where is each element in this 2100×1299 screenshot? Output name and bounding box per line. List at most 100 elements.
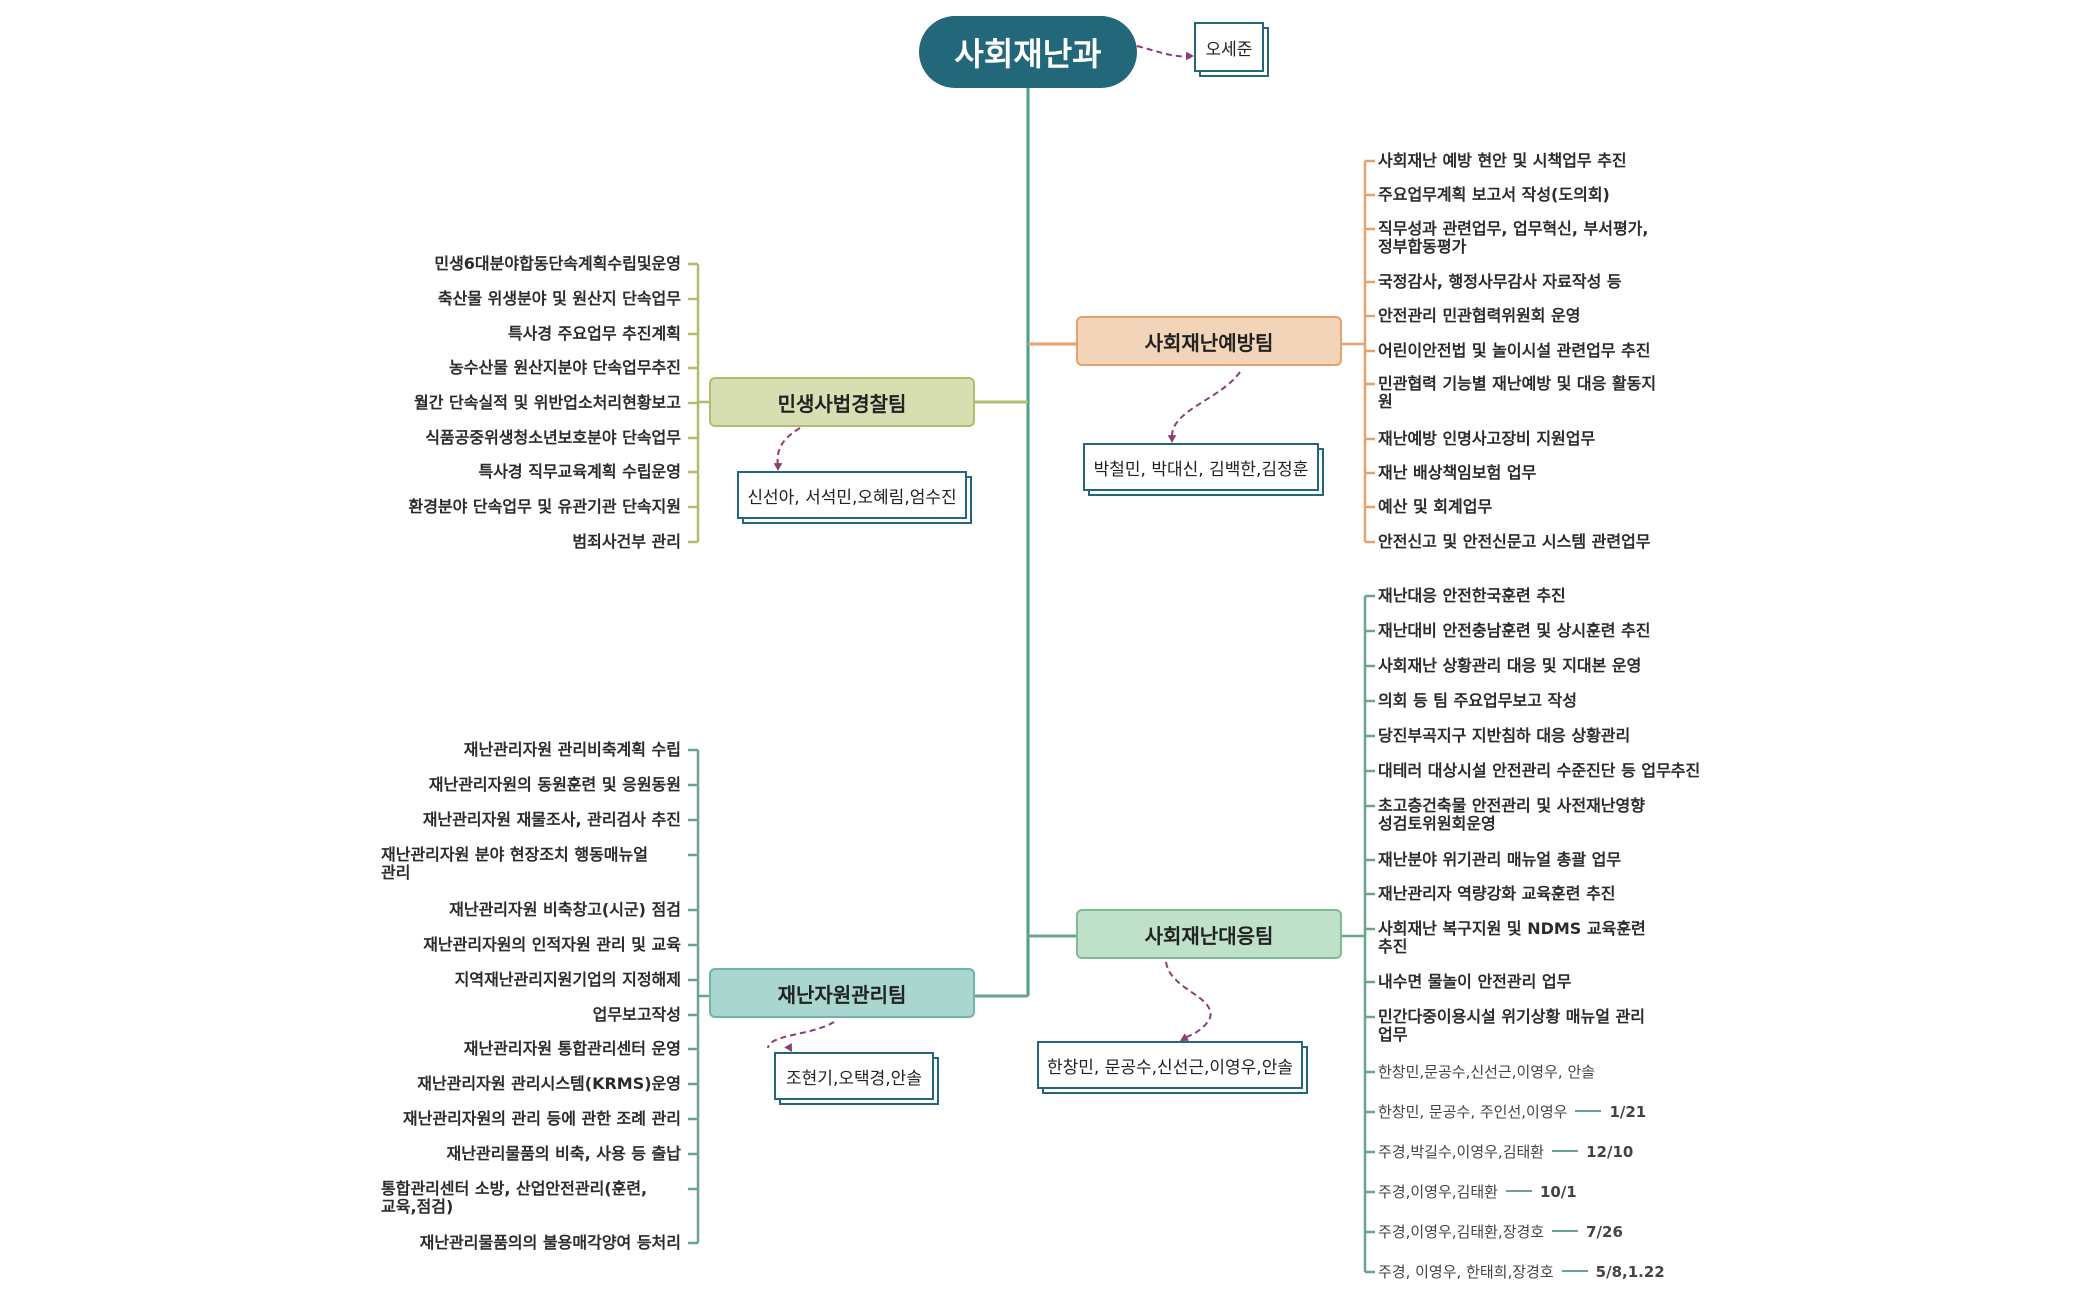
arrow-head-icon [1186,51,1194,61]
history-names: 한창민, 문공수, 주인선,이영우 [1378,1103,1568,1121]
history-connector [1575,1109,1602,1112]
member-history-row: 한창민, 문공수, 주인선,이영우 1/21 [1378,1103,1698,1121]
history-names: 주경, 이영우, 한태희,장경호 [1378,1263,1554,1281]
connector-line [1165,961,1212,1039]
history-names: 주경,이영우,김태환,장경호 [1378,1223,1545,1241]
resource-members-text: 조현기,오택경,안솔 [786,1068,922,1089]
resource-task-item: 통합관리센터 소방, 산업안전관리(훈련,교육,점검) [381,1179,648,1216]
prevention-task-item: 주요업무계획 보고서 작성(도의회) [1378,185,1610,204]
history-date: 10/1 [1539,1183,1577,1201]
response-task-item: 사회재난 상황관리 대응 및 지대본 운영 [1378,656,1642,675]
prevention-task-item: 예산 및 회계업무 [1378,497,1493,516]
response-task-item: 재난분야 위기관리 매뉴얼 총괄 업무 [1378,850,1622,869]
member-history-row: 주경, 이영우, 한태희,장경호 5/8,1.22 [1378,1263,1698,1281]
resource-task-item: 재난관리물품의의 불용매각양여 등처리 [419,1233,681,1252]
response-members-text: 한창민, 문공수,신선근,이영우,안솔 [1047,1057,1293,1078]
member-history-row: 주경,박길수,이영우,김태환 12/10 [1378,1143,1698,1161]
root-head-name: 오세준 [1205,39,1253,60]
prevention-task-item: 재난예방 인명사고장비 지원업무 [1378,429,1596,448]
team-police-label: 민생사법경찰팀 [777,391,907,416]
team-resource-label: 재난자원관리팀 [777,982,907,1007]
response-task-item: 재난대응 안전한국훈련 추진 [1378,586,1566,605]
history-date: 7/26 [1586,1223,1623,1241]
connector-line [776,427,801,467]
history-date: 5/8,1.22 [1595,1263,1665,1281]
member-history-row: 주경,이영우,김태환,장경호 7/26 [1378,1223,1698,1241]
connector-line [1170,371,1241,439]
police-task-item: 특사경 직무교육계획 수립운영 [478,462,681,481]
resource-task-item: 재난관리자원 관리시스템(KRMS)운영 [417,1074,681,1093]
police-task-item: 환경분야 단속업무 및 유관기관 단속지원 [408,497,681,516]
history-connector [1561,1269,1588,1272]
history-names: 주경,이영우,김태환 [1378,1183,1498,1201]
team-prevention[interactable]: 사회재난예방팀 [1076,316,1342,366]
team-police[interactable]: 민생사법경찰팀 [709,377,975,427]
response-task-item: 의회 등 팀 주요업무보고 작성 [1378,691,1577,710]
police-task-item: 식품공중위생청소년보호분야 단속업무 [425,428,681,447]
prevention-task-item: 어린이안전법 및 놀이시설 관련업무 추진 [1378,341,1651,360]
resource-task-item: 재난관리자원 관리비축계획 수립 [463,740,681,759]
police-task-item: 범죄사건부 관리 [572,532,681,551]
history-names: 한창민,문공수,신선근,이영우, 안솔 [1378,1063,1596,1081]
resource-members[interactable]: 조현기,오택경,안솔 [774,1052,934,1100]
prevention-members[interactable]: 박철민, 박대신, 김백한,김정훈 [1083,443,1319,491]
arrow-head-icon [1167,435,1177,443]
resource-task-item: 재난관리자원 통합관리센터 운영 [463,1039,681,1058]
resource-task-item: 재난관리자원의 관리 등에 관한 조례 관리 [402,1109,681,1128]
team-response-label: 사회재난대응팀 [1144,923,1274,948]
history-connector [1552,1149,1579,1152]
prevention-task-item: 재난 배상책임보험 업무 [1378,463,1537,482]
prevention-task-item: 안전관리 민관협력위원회 운영 [1378,306,1581,325]
history-names: 주경,박길수,이영우,김태환 [1378,1143,1545,1161]
resource-task-item: 재난관리자원 재물조사, 관리검사 추진 [422,810,681,829]
police-members-text: 신선아, 서석민,오혜림,엄수진 [747,487,957,508]
arrow-head-icon [784,1043,792,1052]
police-task-item: 축산물 위생분야 및 원산지 단속업무 [437,289,681,308]
response-task-item: 대테러 대상시설 안전관리 수준진단 등 업무추진 [1378,761,1701,780]
resource-task-item: 지역재난관리지원기업의 지정해제 [454,970,681,989]
resource-task-item: 재난관리자원의 동원훈련 및 응원동원 [428,775,681,794]
prevention-task-item: 안전신고 및 안전신문고 시스템 관련업무 [1378,532,1651,551]
root-label: 사회재난과 [954,35,1102,73]
police-task-item: 월간 단속실적 및 위반업소처리현황보고 [414,393,681,412]
police-task-item: 민생6대분야합동단속계획수립및운영 [434,254,681,273]
response-task-item: 재난대비 안전충남훈련 및 상시훈련 추진 [1378,621,1651,640]
resource-task-item: 재난관리자원의 인적자원 관리 및 교육 [423,935,681,954]
prevention-task-item: 사회재난 예방 현안 및 시책업무 추진 [1378,151,1627,170]
connector-line [767,1021,835,1049]
resource-task-item: 업무보고작성 [592,1005,681,1024]
police-task-item: 특사경 주요업무 추진계획 [507,324,681,343]
root-node[interactable]: 사회재난과 [919,16,1137,88]
history-connector [1505,1189,1532,1192]
prevention-task-item: 직무성과 관련업무, 업무혁신, 부서평가,정부합동평가 [1378,219,1649,256]
resource-task-item: 재난관리물품의 비축, 사용 등 출납 [446,1144,681,1163]
history-date: 12/10 [1586,1143,1634,1161]
history-date: 1/21 [1609,1103,1647,1121]
arrow-head-icon [1180,1033,1189,1041]
root-head-box[interactable]: 오세준 [1194,22,1264,72]
prevention-members-text: 박철민, 박대신, 김백한,김정훈 [1093,459,1309,480]
response-task-item: 재난관리자 역량강화 교육훈련 추진 [1378,884,1616,903]
member-history-row: 주경,이영우,김태환 10/1 [1378,1183,1698,1201]
response-members[interactable]: 한창민, 문공수,신선근,이영우,안솔 [1037,1041,1303,1089]
arrow-head-icon [773,463,783,471]
response-task-item: 당진부곡지구 지반침하 대응 상황관리 [1378,726,1631,745]
team-resource[interactable]: 재난자원관리팀 [709,968,975,1018]
resource-task-item: 재난관리자원 비축창고(시군) 점검 [449,900,681,919]
police-members[interactable]: 신선아, 서석민,오혜림,엄수진 [737,471,967,519]
team-prevention-label: 사회재난예방팀 [1144,330,1274,355]
response-task-item: 내수면 물놀이 안전관리 업무 [1378,972,1572,991]
prevention-task-item: 국정감사, 행정사무감사 자료작성 등 [1378,272,1622,291]
police-task-item: 농수산물 원산지분야 단속업무추진 [449,358,681,377]
connector-line [1136,45,1191,58]
member-history-row: 한창민,문공수,신선근,이영우, 안솔 [1378,1063,1698,1081]
team-response[interactable]: 사회재난대응팀 [1076,909,1342,959]
history-connector [1552,1229,1579,1232]
